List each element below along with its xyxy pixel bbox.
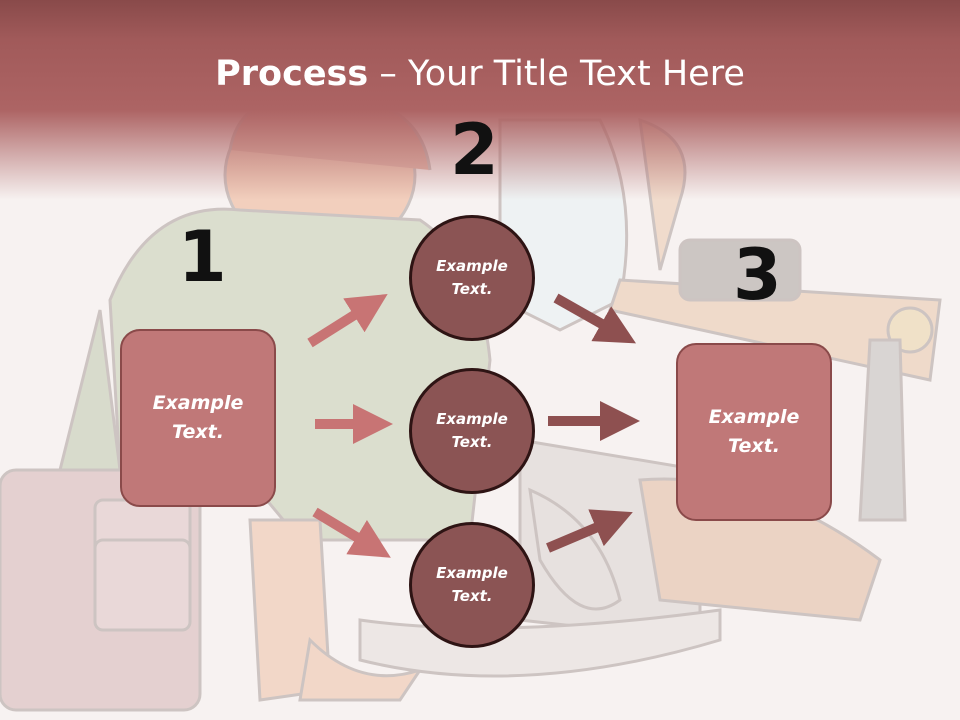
step-1-box[interactable]: Example Text. — [120, 329, 276, 507]
step-2-circle-bottom[interactable]: Example Text. — [409, 522, 535, 648]
step-1-number: 1 — [178, 216, 227, 298]
step-2-circle-top[interactable]: Example Text. — [409, 215, 535, 341]
arrow-2a-to-3 — [553, 293, 637, 344]
step-3-text: Example Text. — [708, 406, 800, 457]
step-1-text: Example Text. — [152, 392, 244, 443]
step-3-box[interactable]: Example Text. — [676, 343, 832, 521]
title-header-band — [0, 0, 960, 200]
title-rest: – Your Title Text Here — [368, 54, 745, 94]
step-2-circle-bottom-text: Example Text. — [436, 564, 508, 605]
title-bold: Process — [215, 54, 369, 94]
arrow-2c-to-3 — [546, 509, 633, 553]
arrow-1-to-2c — [312, 507, 391, 558]
step-3-number: 3 — [733, 234, 782, 316]
slide-title: Process – Your Title Text Here — [0, 52, 960, 96]
step-2-circle-top-text: Example Text. — [436, 257, 508, 298]
arrow-1-to-2a — [307, 293, 388, 348]
step-2-number: 2 — [450, 109, 499, 191]
step-2-circle-middle-text: Example Text. — [436, 410, 508, 451]
step-2-circle-middle[interactable]: Example Text. — [409, 368, 535, 494]
